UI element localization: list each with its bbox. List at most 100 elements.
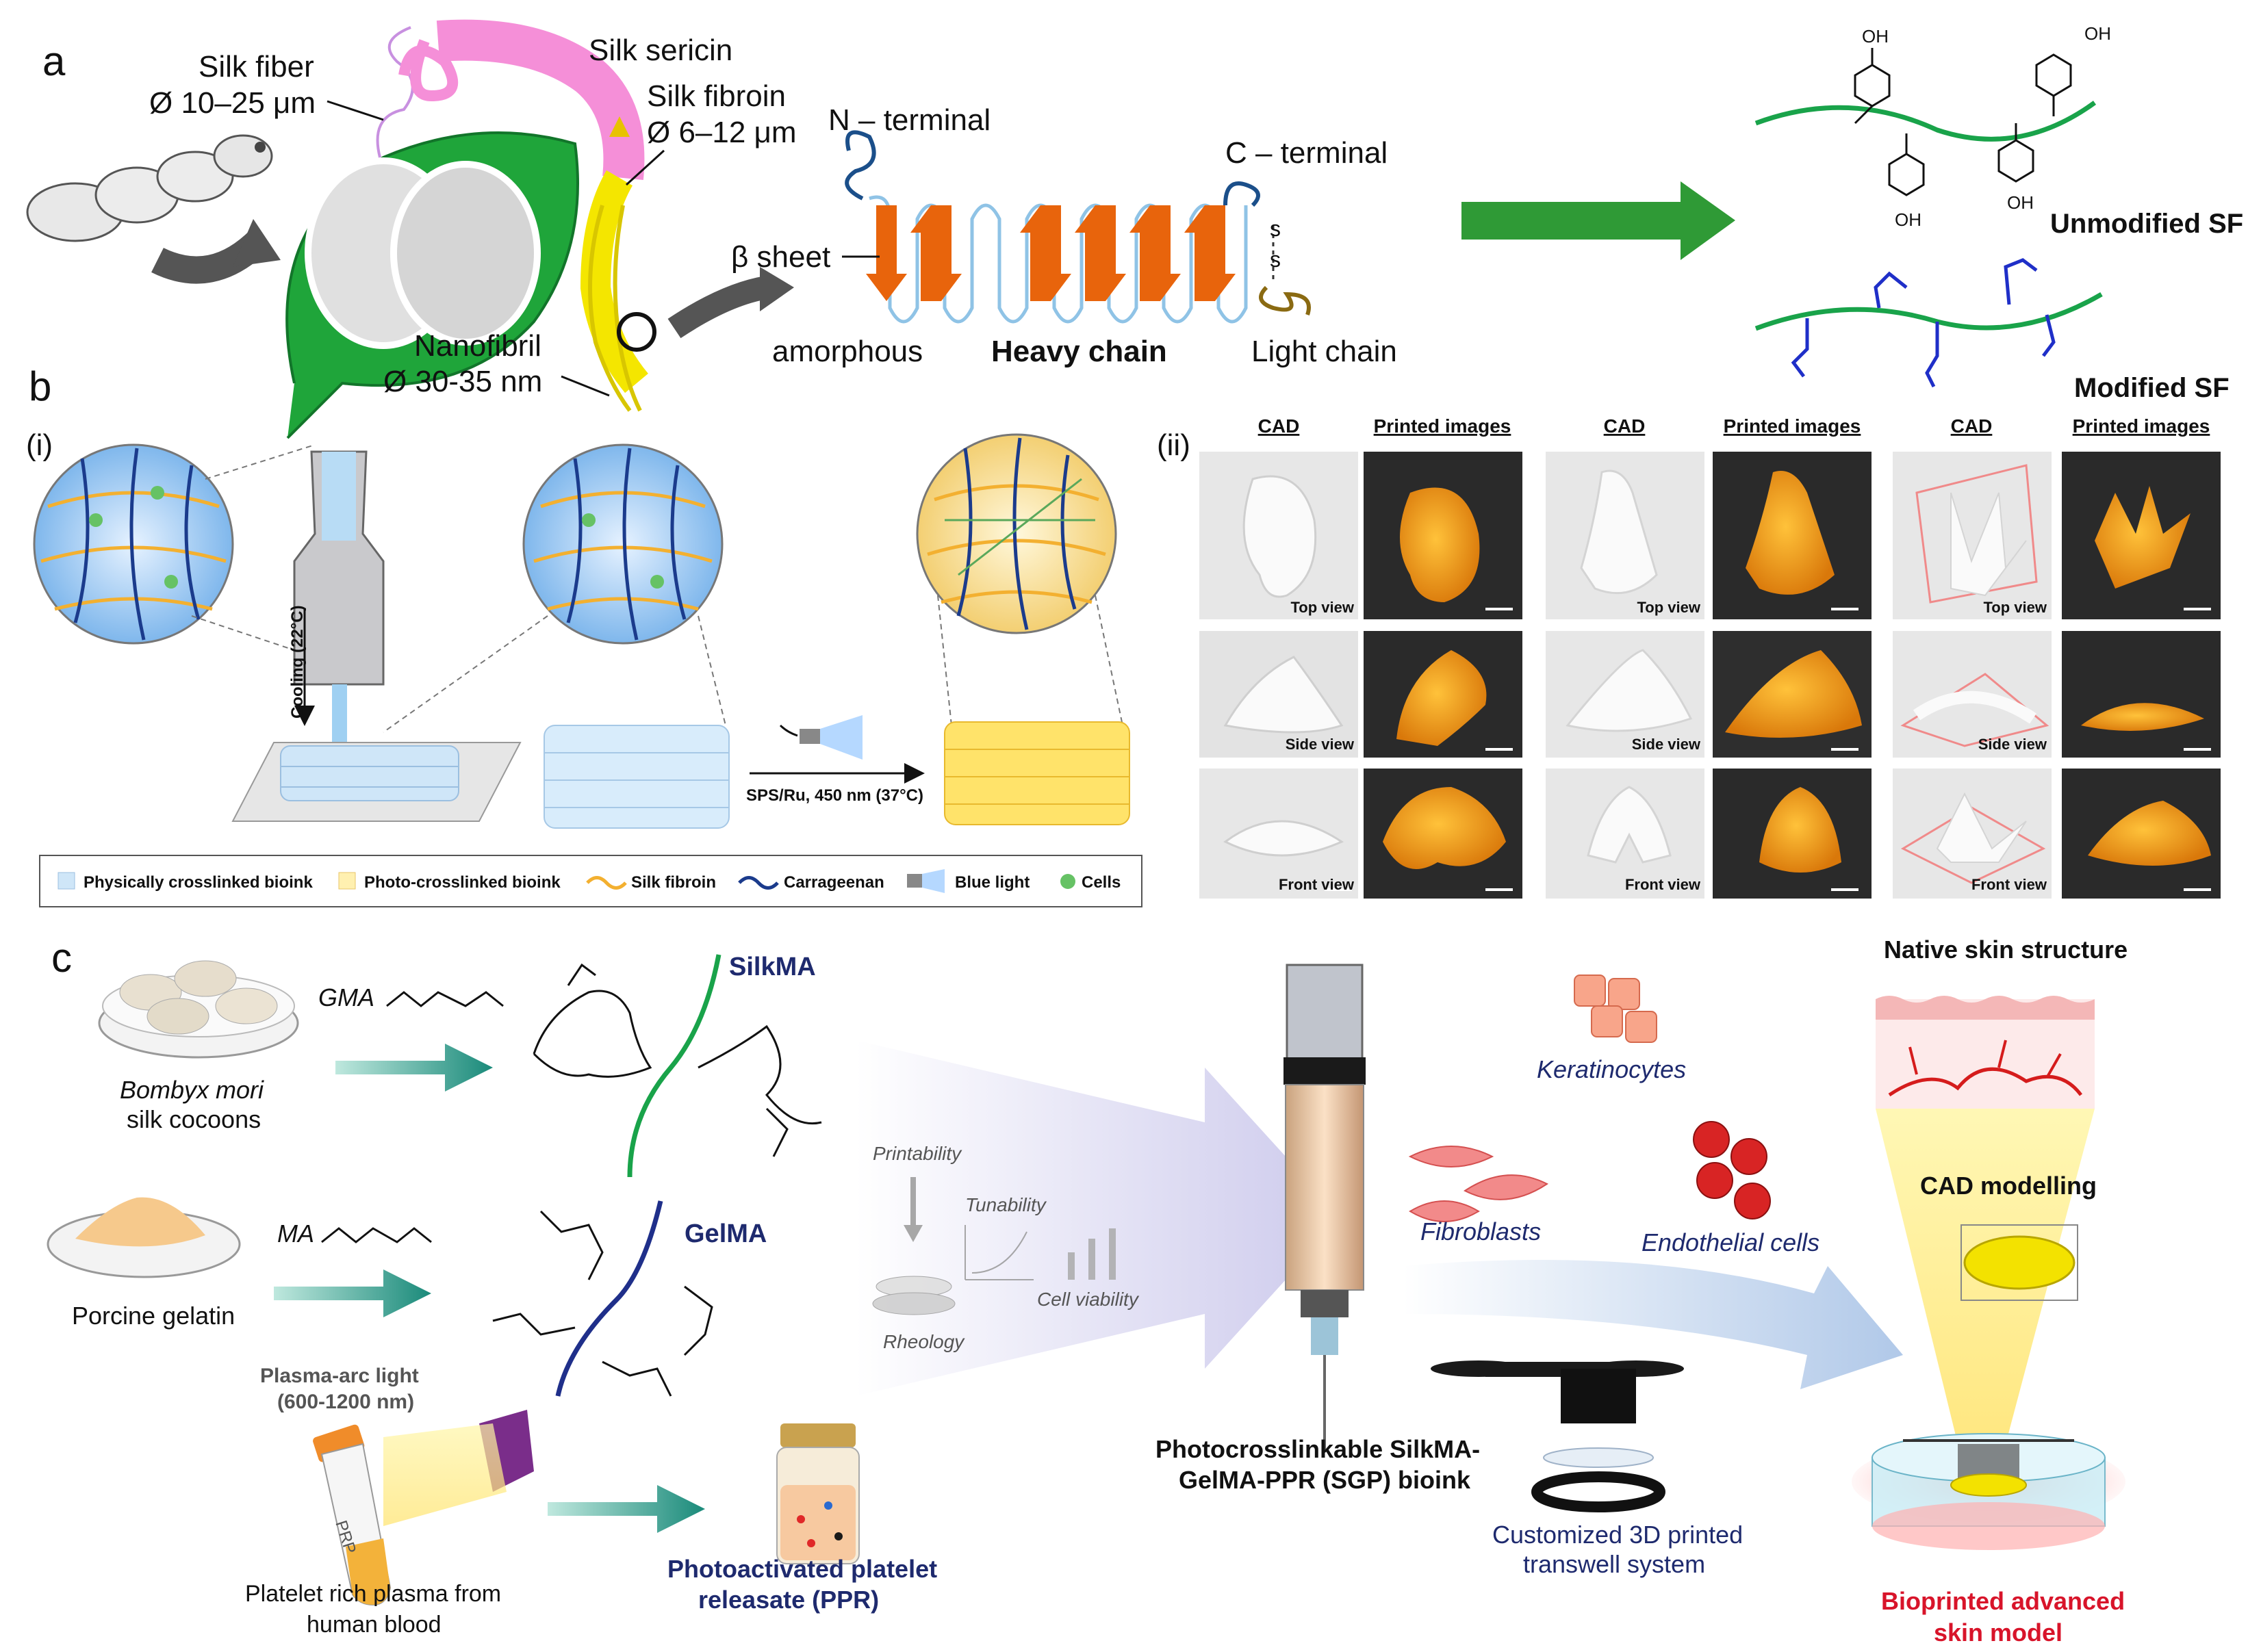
legend-swatch-physical — [58, 872, 75, 890]
bioprinted-skin-model — [1852, 1433, 2125, 1550]
label-nanofibril-dia: Ø 30-35 nm — [383, 365, 542, 398]
label-silk-fibroin-dia: Ø 6–12 μm — [647, 116, 797, 149]
panel-b-letter: b — [29, 363, 51, 409]
legend-blue-light: Blue light — [955, 873, 1030, 892]
label-cell-viability: Cell viability — [1037, 1289, 1140, 1310]
label-ma: MA — [277, 1219, 314, 1248]
label-disulfide-s2: s — [1270, 247, 1281, 272]
oh-label: OH — [2007, 192, 2034, 213]
beta-sheet-arrows — [866, 205, 1236, 301]
label-bioink-2: GelMA-PPR (SGP) bioink — [1179, 1466, 1471, 1494]
label-plasma-arc: Plasma-arc light — [260, 1365, 419, 1387]
view-label-top: Top view — [1637, 599, 1701, 616]
view-label-front: Front view — [1279, 876, 1355, 893]
col-header-printed-2: Printed images — [1724, 415, 1861, 437]
green-arrow — [1461, 181, 1735, 260]
label-bombyx: Bombyx mori — [120, 1076, 264, 1104]
label-prp-source: Platelet rich plasma from — [245, 1581, 501, 1607]
bioink-syringe — [1283, 964, 1366, 1451]
legend-swatch-blue-light — [907, 874, 922, 888]
label-unmodified-sf: Unmodified SF — [2050, 209, 2243, 239]
label-sub-ii: (ii) — [1157, 428, 1190, 462]
ppr-vial — [776, 1423, 860, 1564]
oh-label: OH — [1895, 209, 1921, 230]
curved-arrow-2 — [667, 276, 769, 339]
label-bioprinted-2: skin model — [1934, 1618, 2062, 1647]
legend-carrageenan: Carrageenan — [784, 873, 884, 892]
ma-structure — [321, 1227, 432, 1243]
label-beta-sheet: β sheet — [731, 240, 830, 274]
label-disulfide-s1: s — [1270, 216, 1281, 241]
label-gma: GMA — [318, 983, 374, 1011]
label-silk-sericin: Silk sericin — [589, 34, 732, 67]
label-modified-sf: Modified SF — [2074, 373, 2230, 403]
label-bioprinted: Bioprinted advanced — [1881, 1587, 2125, 1615]
label-keratinocytes: Keratinocytes — [1537, 1055, 1686, 1083]
light-beam — [383, 1423, 507, 1526]
label-tunability: Tunability — [965, 1194, 1047, 1215]
label-amorphous: amorphous — [772, 335, 923, 368]
label-transwell-2: transwell system — [1523, 1550, 1705, 1578]
label-heavy-chain: Heavy chain — [991, 335, 1167, 368]
label-porcine: Porcine gelatin — [72, 1302, 235, 1330]
label-ppr: Photoactivated platelet — [667, 1555, 937, 1583]
bioprinting-schematic — [33, 433, 1130, 829]
unmodified-sf-structure — [1754, 48, 2097, 196]
arrow-gma — [335, 1044, 493, 1092]
leaf-with-cocoons — [285, 131, 579, 439]
silk-thread — [376, 26, 414, 158]
silk-fiber-bundle — [398, 19, 656, 412]
legend-physical: Physically crosslinked bioink — [84, 873, 313, 892]
legend-fibroin: Silk fibroin — [631, 873, 716, 892]
silk-cocoon-dish — [98, 960, 299, 1059]
process-arrow-purple — [856, 1040, 1342, 1396]
view-label-side: Side view — [1632, 736, 1701, 753]
col-header-printed-3: Printed images — [2073, 415, 2210, 437]
gelma-structure — [492, 1200, 713, 1397]
legend-swatch-fibroin — [586, 876, 627, 890]
label-native-skin: Native skin structure — [1884, 935, 2128, 964]
legend-swatch-cells — [1060, 874, 1075, 889]
oh-label: OH — [1862, 26, 1889, 47]
silkworm-illustration — [26, 134, 273, 242]
label-silkma: SilkMA — [729, 953, 816, 981]
view-label-side: Side view — [1286, 736, 1355, 753]
label-printability: Printability — [873, 1143, 962, 1164]
label-cad-modelling: CAD modelling — [1920, 1172, 2097, 1200]
legend-photo: Photo-crosslinked bioink — [364, 873, 561, 892]
legend-cells: Cells — [1082, 873, 1121, 892]
fibroblasts-illustration — [1408, 1146, 1548, 1222]
label-bioink: Photocrosslinkable SilkMA- — [1155, 1435, 1480, 1463]
view-label-front: Front view — [1625, 876, 1701, 893]
legend-swatch-carrageenan — [738, 876, 779, 890]
label-cooling: Cooling (22°C) — [288, 605, 307, 719]
view-label-side: Side view — [1978, 736, 2047, 753]
col-header-cad-1: CAD — [1258, 415, 1300, 437]
heavy-chain-diagram — [845, 130, 1311, 324]
modified-sf-structure — [1754, 258, 2103, 388]
view-label-front: Front view — [1971, 876, 2047, 893]
oh-label: OH — [2084, 23, 2111, 44]
label-rheology: Rheology — [883, 1331, 965, 1352]
label-sub-i: (i) — [26, 428, 53, 462]
label-sps-ru: SPS/Ru, 450 nm (37°C) — [746, 786, 923, 805]
gelatin-dish — [47, 1197, 241, 1278]
endothelial-cells-illustration — [1693, 1121, 1771, 1219]
label-nanofibril: Nanofibril — [414, 329, 541, 363]
col-header-cad-3: CAD — [1951, 415, 1993, 437]
arrow-ma — [274, 1269, 431, 1317]
panel-a-letter: a — [42, 38, 66, 84]
view-label-top: Top view — [1984, 599, 2047, 616]
label-cocoons: silk cocoons — [127, 1105, 261, 1133]
label-silk-fiber-dia: Ø 10–25 μm — [149, 86, 316, 120]
label-transwell: Customized 3D printed — [1492, 1521, 1743, 1549]
label-fibroblasts: Fibroblasts — [1420, 1217, 1541, 1246]
legend-swatch-photo — [338, 872, 356, 890]
col-header-cad-2: CAD — [1604, 415, 1646, 437]
process-arrow-blue — [1403, 1260, 1903, 1389]
view-label-top: Top view — [1291, 599, 1355, 616]
label-gelma: GelMA — [685, 1219, 767, 1248]
keratinocytes-illustration — [1574, 975, 1657, 1043]
label-prp-source-2: human blood — [307, 1612, 442, 1638]
